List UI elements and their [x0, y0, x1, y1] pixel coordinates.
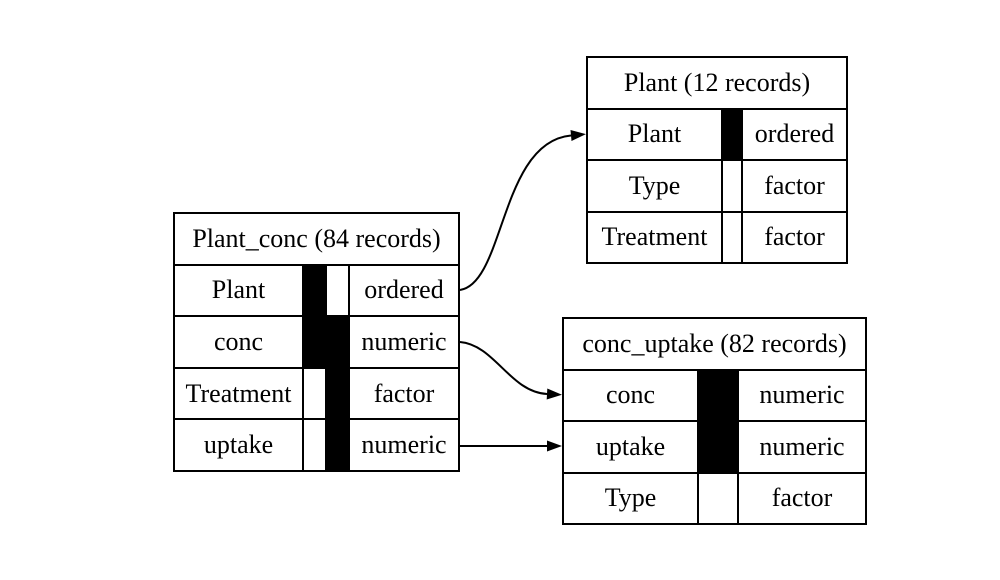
- column-type: numeric: [348, 420, 458, 470]
- key-indicator: [302, 265, 325, 316]
- table-row: Treatment factor: [175, 366, 458, 419]
- key-indicator: [302, 317, 325, 367]
- table-title: Plant_conc (84 records): [175, 214, 458, 266]
- column-name: conc: [213, 326, 264, 356]
- table-title: Plant (12 records): [588, 58, 846, 110]
- key-indicator: [721, 109, 741, 159]
- table-row: Plant ordered: [588, 109, 846, 159]
- column-name: uptake: [203, 430, 274, 460]
- table-row: Treatment factor: [588, 210, 846, 262]
- column-name: Plant: [211, 275, 266, 305]
- column-name: Type: [604, 483, 657, 513]
- column-type: factor: [348, 368, 458, 419]
- relation-arrow-conc: [459, 341, 562, 400]
- column-name: uptake: [595, 431, 666, 461]
- key-indicator: [302, 368, 325, 419]
- table-plant-conc: Plant_conc (84 records) Plant ordered co…: [173, 212, 460, 472]
- key-indicator: [325, 420, 348, 470]
- key-indicator: [325, 317, 348, 367]
- table-row: conc numeric: [175, 315, 458, 367]
- column-name: Plant: [627, 119, 682, 149]
- column-type: numeric: [348, 317, 458, 367]
- column-type: numeric: [737, 422, 865, 472]
- column-type: factor: [741, 161, 846, 211]
- column-name: Treatment: [185, 378, 292, 408]
- column-type: factor: [741, 212, 846, 262]
- key-indicator: [697, 370, 737, 420]
- table-plant: Plant (12 records) Plant ordered Type fa…: [586, 56, 848, 264]
- table-row: Plant ordered: [175, 265, 458, 316]
- key-indicator: [302, 420, 325, 470]
- relation-arrow-plant: [459, 130, 586, 291]
- column-type: numeric: [737, 370, 865, 420]
- table-row: Type factor: [588, 159, 846, 211]
- table-row: conc numeric: [564, 370, 865, 420]
- column-name: Treatment: [601, 222, 708, 252]
- key-indicator: [721, 212, 741, 262]
- table-title: conc_uptake (82 records): [564, 319, 865, 371]
- column-type: ordered: [741, 109, 846, 159]
- column-type: ordered: [348, 265, 458, 316]
- column-name: Type: [628, 170, 681, 200]
- key-indicator: [325, 265, 348, 316]
- key-indicator: [697, 422, 737, 472]
- column-name: conc: [605, 380, 656, 410]
- table-row: Type factor: [564, 471, 865, 523]
- column-type: factor: [737, 473, 865, 523]
- table-row: uptake numeric: [564, 420, 865, 472]
- table-row: uptake numeric: [175, 418, 458, 470]
- table-conc-uptake: conc_uptake (82 records) conc numeric up…: [562, 317, 867, 525]
- key-indicator: [325, 368, 348, 419]
- key-indicator: [697, 473, 737, 523]
- key-indicator: [721, 161, 741, 211]
